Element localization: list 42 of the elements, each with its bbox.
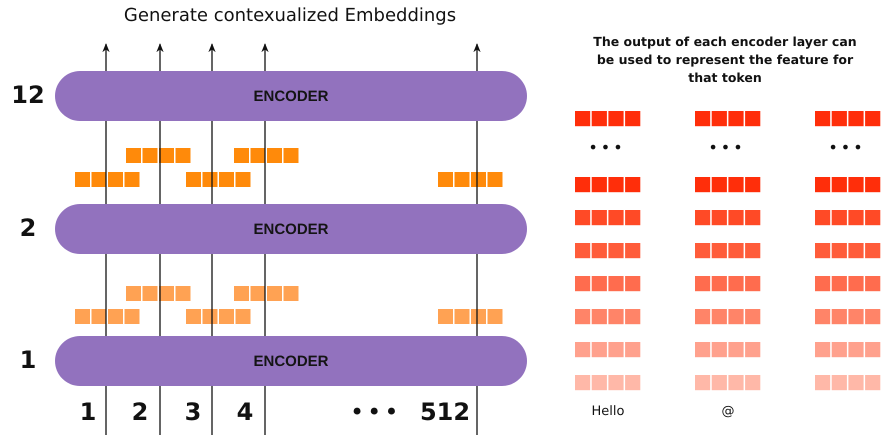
ellipsis: ••• bbox=[350, 398, 400, 426]
connector-line bbox=[211, 121, 213, 204]
token-number: 2 bbox=[130, 398, 150, 426]
connector-line bbox=[105, 254, 107, 336]
token-number: 1 bbox=[78, 398, 98, 426]
encoder-block bbox=[55, 204, 527, 254]
token-number: 3 bbox=[184, 398, 202, 426]
diagram-title: Generate contexualized Embeddings bbox=[122, 5, 458, 26]
connector-line bbox=[211, 254, 213, 336]
encoder-label: ENCODER bbox=[253, 88, 328, 104]
token-word: @ bbox=[720, 404, 736, 419]
connector-line bbox=[159, 254, 161, 336]
connector-line bbox=[476, 386, 478, 435]
token-word: Hello bbox=[590, 404, 626, 419]
layer-number: 2 bbox=[18, 214, 38, 242]
arrow bbox=[208, 43, 216, 71]
connector-line bbox=[476, 254, 478, 336]
arrow bbox=[473, 43, 481, 71]
connector-line bbox=[476, 121, 478, 204]
description-text: The output of each encoder layer can be used to represent the feature for that token bbox=[592, 33, 858, 88]
token-number: 4 bbox=[236, 398, 254, 426]
arrow bbox=[156, 43, 164, 71]
connector-line bbox=[159, 121, 161, 204]
encoder-label: ENCODER bbox=[253, 220, 328, 238]
connector-line bbox=[159, 386, 161, 435]
connector-line bbox=[211, 386, 213, 435]
token-number: 512 bbox=[418, 398, 472, 426]
connector-line bbox=[105, 386, 107, 435]
connector-line bbox=[105, 121, 107, 204]
ellipsis: ••• bbox=[827, 138, 867, 157]
ellipsis: ••• bbox=[587, 138, 627, 157]
layer-number: 12 bbox=[10, 81, 46, 109]
encoder-block bbox=[55, 71, 527, 121]
connector-line bbox=[264, 121, 266, 204]
ellipsis: ••• bbox=[707, 138, 747, 157]
arrow bbox=[261, 43, 269, 71]
arrow bbox=[102, 43, 110, 71]
encoder-label: ENCODER bbox=[253, 352, 328, 370]
connector-line bbox=[264, 254, 266, 336]
encoder-block bbox=[55, 336, 527, 386]
layer-number: 1 bbox=[18, 346, 38, 374]
connector-line bbox=[264, 386, 266, 435]
